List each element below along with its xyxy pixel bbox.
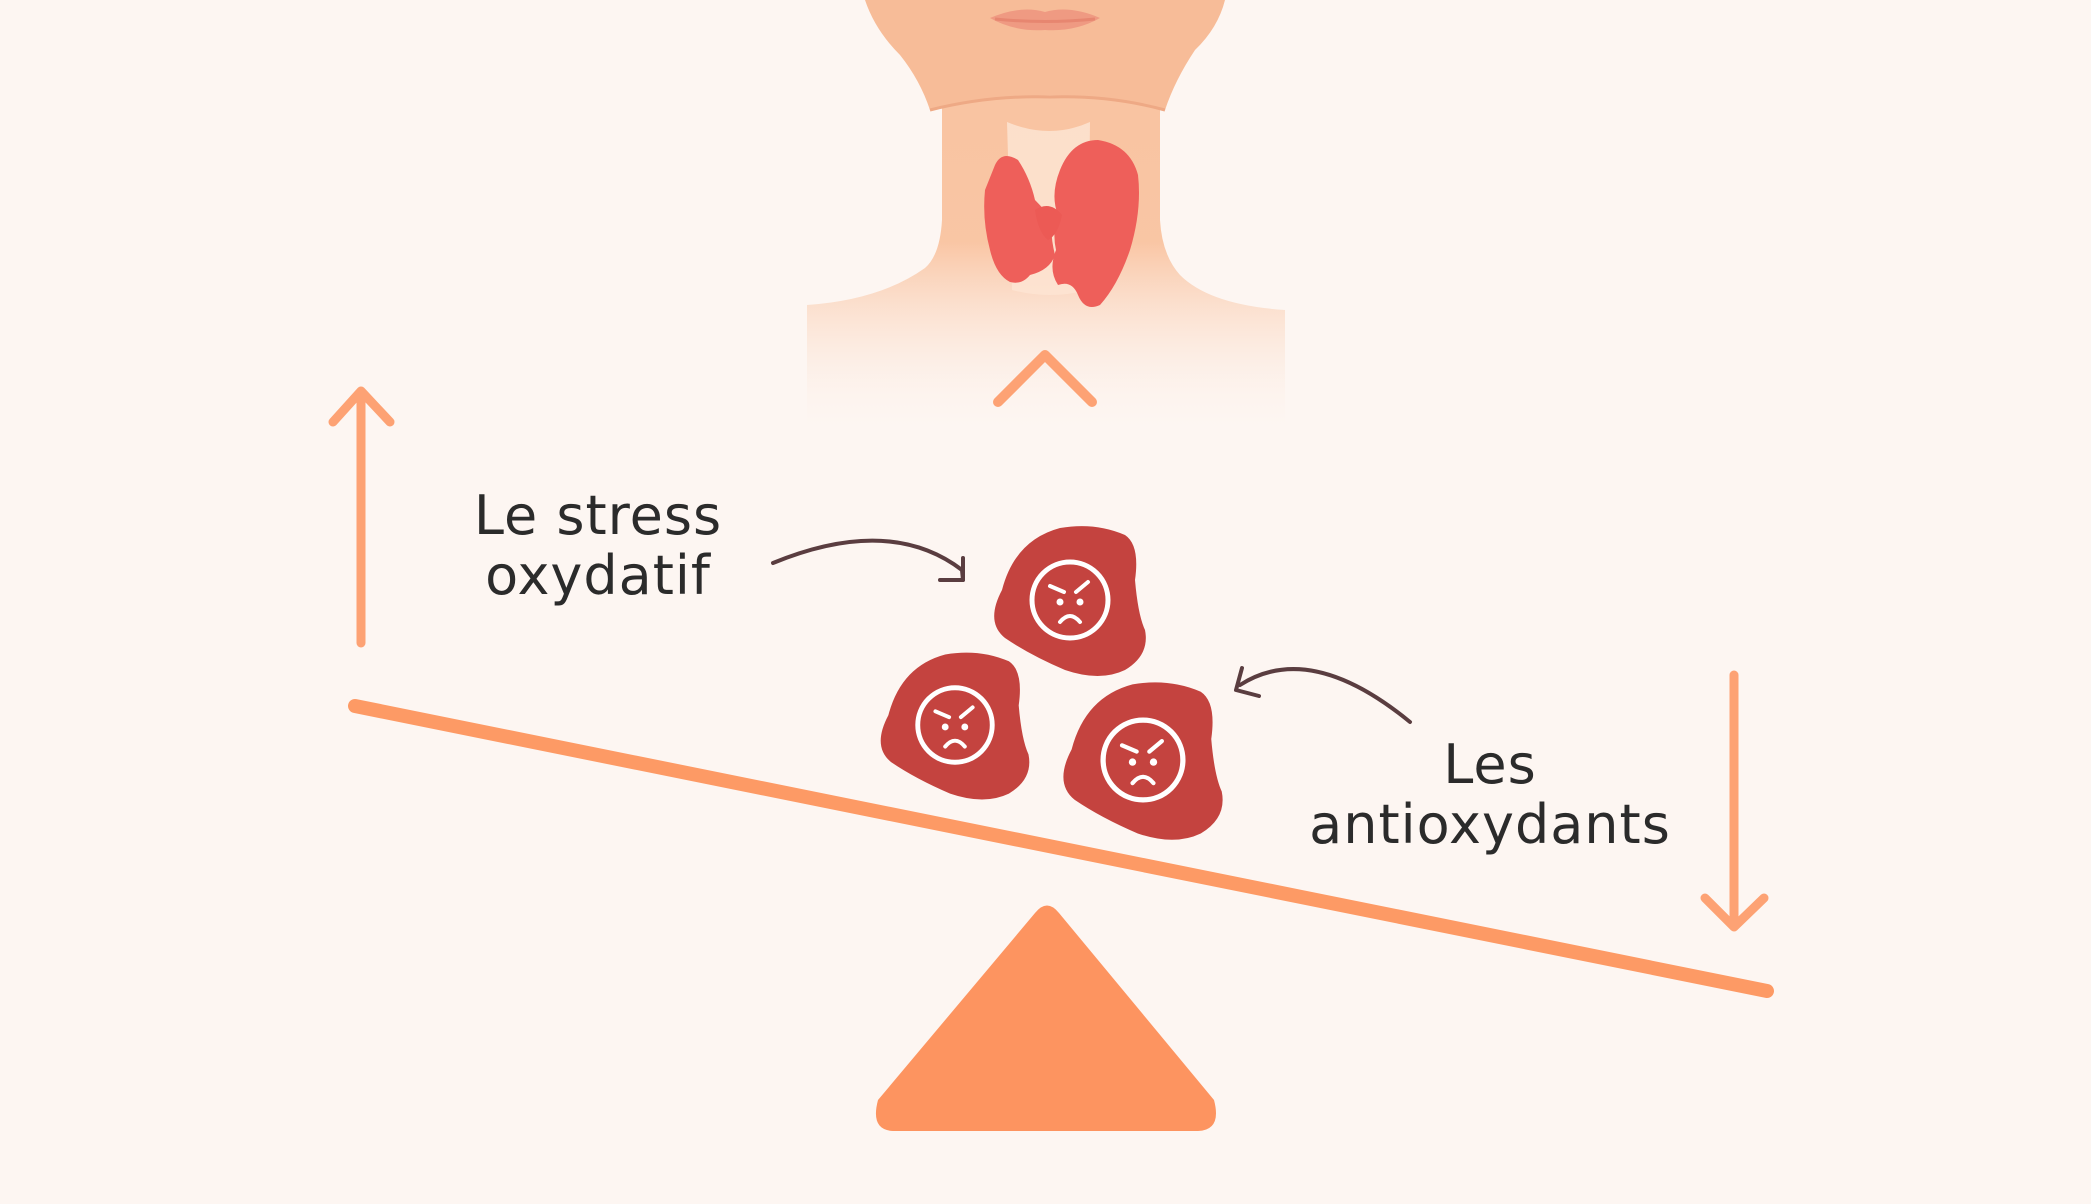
- cell-eyebrow: [1147, 739, 1164, 754]
- cell-eye: [1149, 758, 1158, 766]
- cell-mouth: [1058, 614, 1082, 624]
- label-antioxydants: Les antioxydants: [1290, 735, 1690, 855]
- jaw-line: [929, 95, 1166, 112]
- cell-mouth: [1130, 774, 1156, 786]
- cell-mouth: [943, 738, 967, 749]
- arrow-up-icon: [328, 386, 395, 648]
- cell-eye: [961, 723, 969, 731]
- balance-beam: [348, 699, 1774, 998]
- cell-eyebrow: [1048, 584, 1066, 594]
- pointer-arrow-antioxidants: [1234, 666, 1412, 724]
- cell-eye: [1076, 598, 1084, 606]
- arrow-up-to-thyroid-icon: [993, 350, 1097, 536]
- cell-eyebrow: [1074, 580, 1090, 594]
- label-antioxydants-line2: antioxydants: [1309, 793, 1671, 856]
- cell-eyebrow: [933, 709, 952, 720]
- cell-eye: [941, 723, 949, 731]
- free-radical-cells: [880, 526, 1223, 840]
- chin: [865, 0, 1225, 110]
- angry-cell-icon: [880, 652, 1030, 800]
- pointer-arrow-stress: [771, 538, 965, 582]
- balance-fulcrum: [875, 905, 1216, 1131]
- label-stress-line2: oxydatif: [485, 544, 711, 607]
- thyroid-gland-icon: [984, 140, 1139, 308]
- cell-eye: [1128, 758, 1137, 766]
- angry-cell-icon: [1063, 682, 1223, 840]
- cell-eyebrow: [958, 705, 975, 720]
- label-stress-oxydatif: Le stress oxydatif: [418, 486, 778, 606]
- cell-eyebrow: [1119, 743, 1139, 754]
- label-antioxydants-line1: Les: [1443, 733, 1537, 796]
- lips-line: [994, 17, 1096, 23]
- label-stress-line1: Le stress: [473, 484, 723, 547]
- arrow-down-icon: [1700, 670, 1769, 932]
- cell-eye: [1056, 598, 1064, 606]
- angry-cell-icon: [994, 526, 1146, 676]
- lips: [990, 9, 1100, 31]
